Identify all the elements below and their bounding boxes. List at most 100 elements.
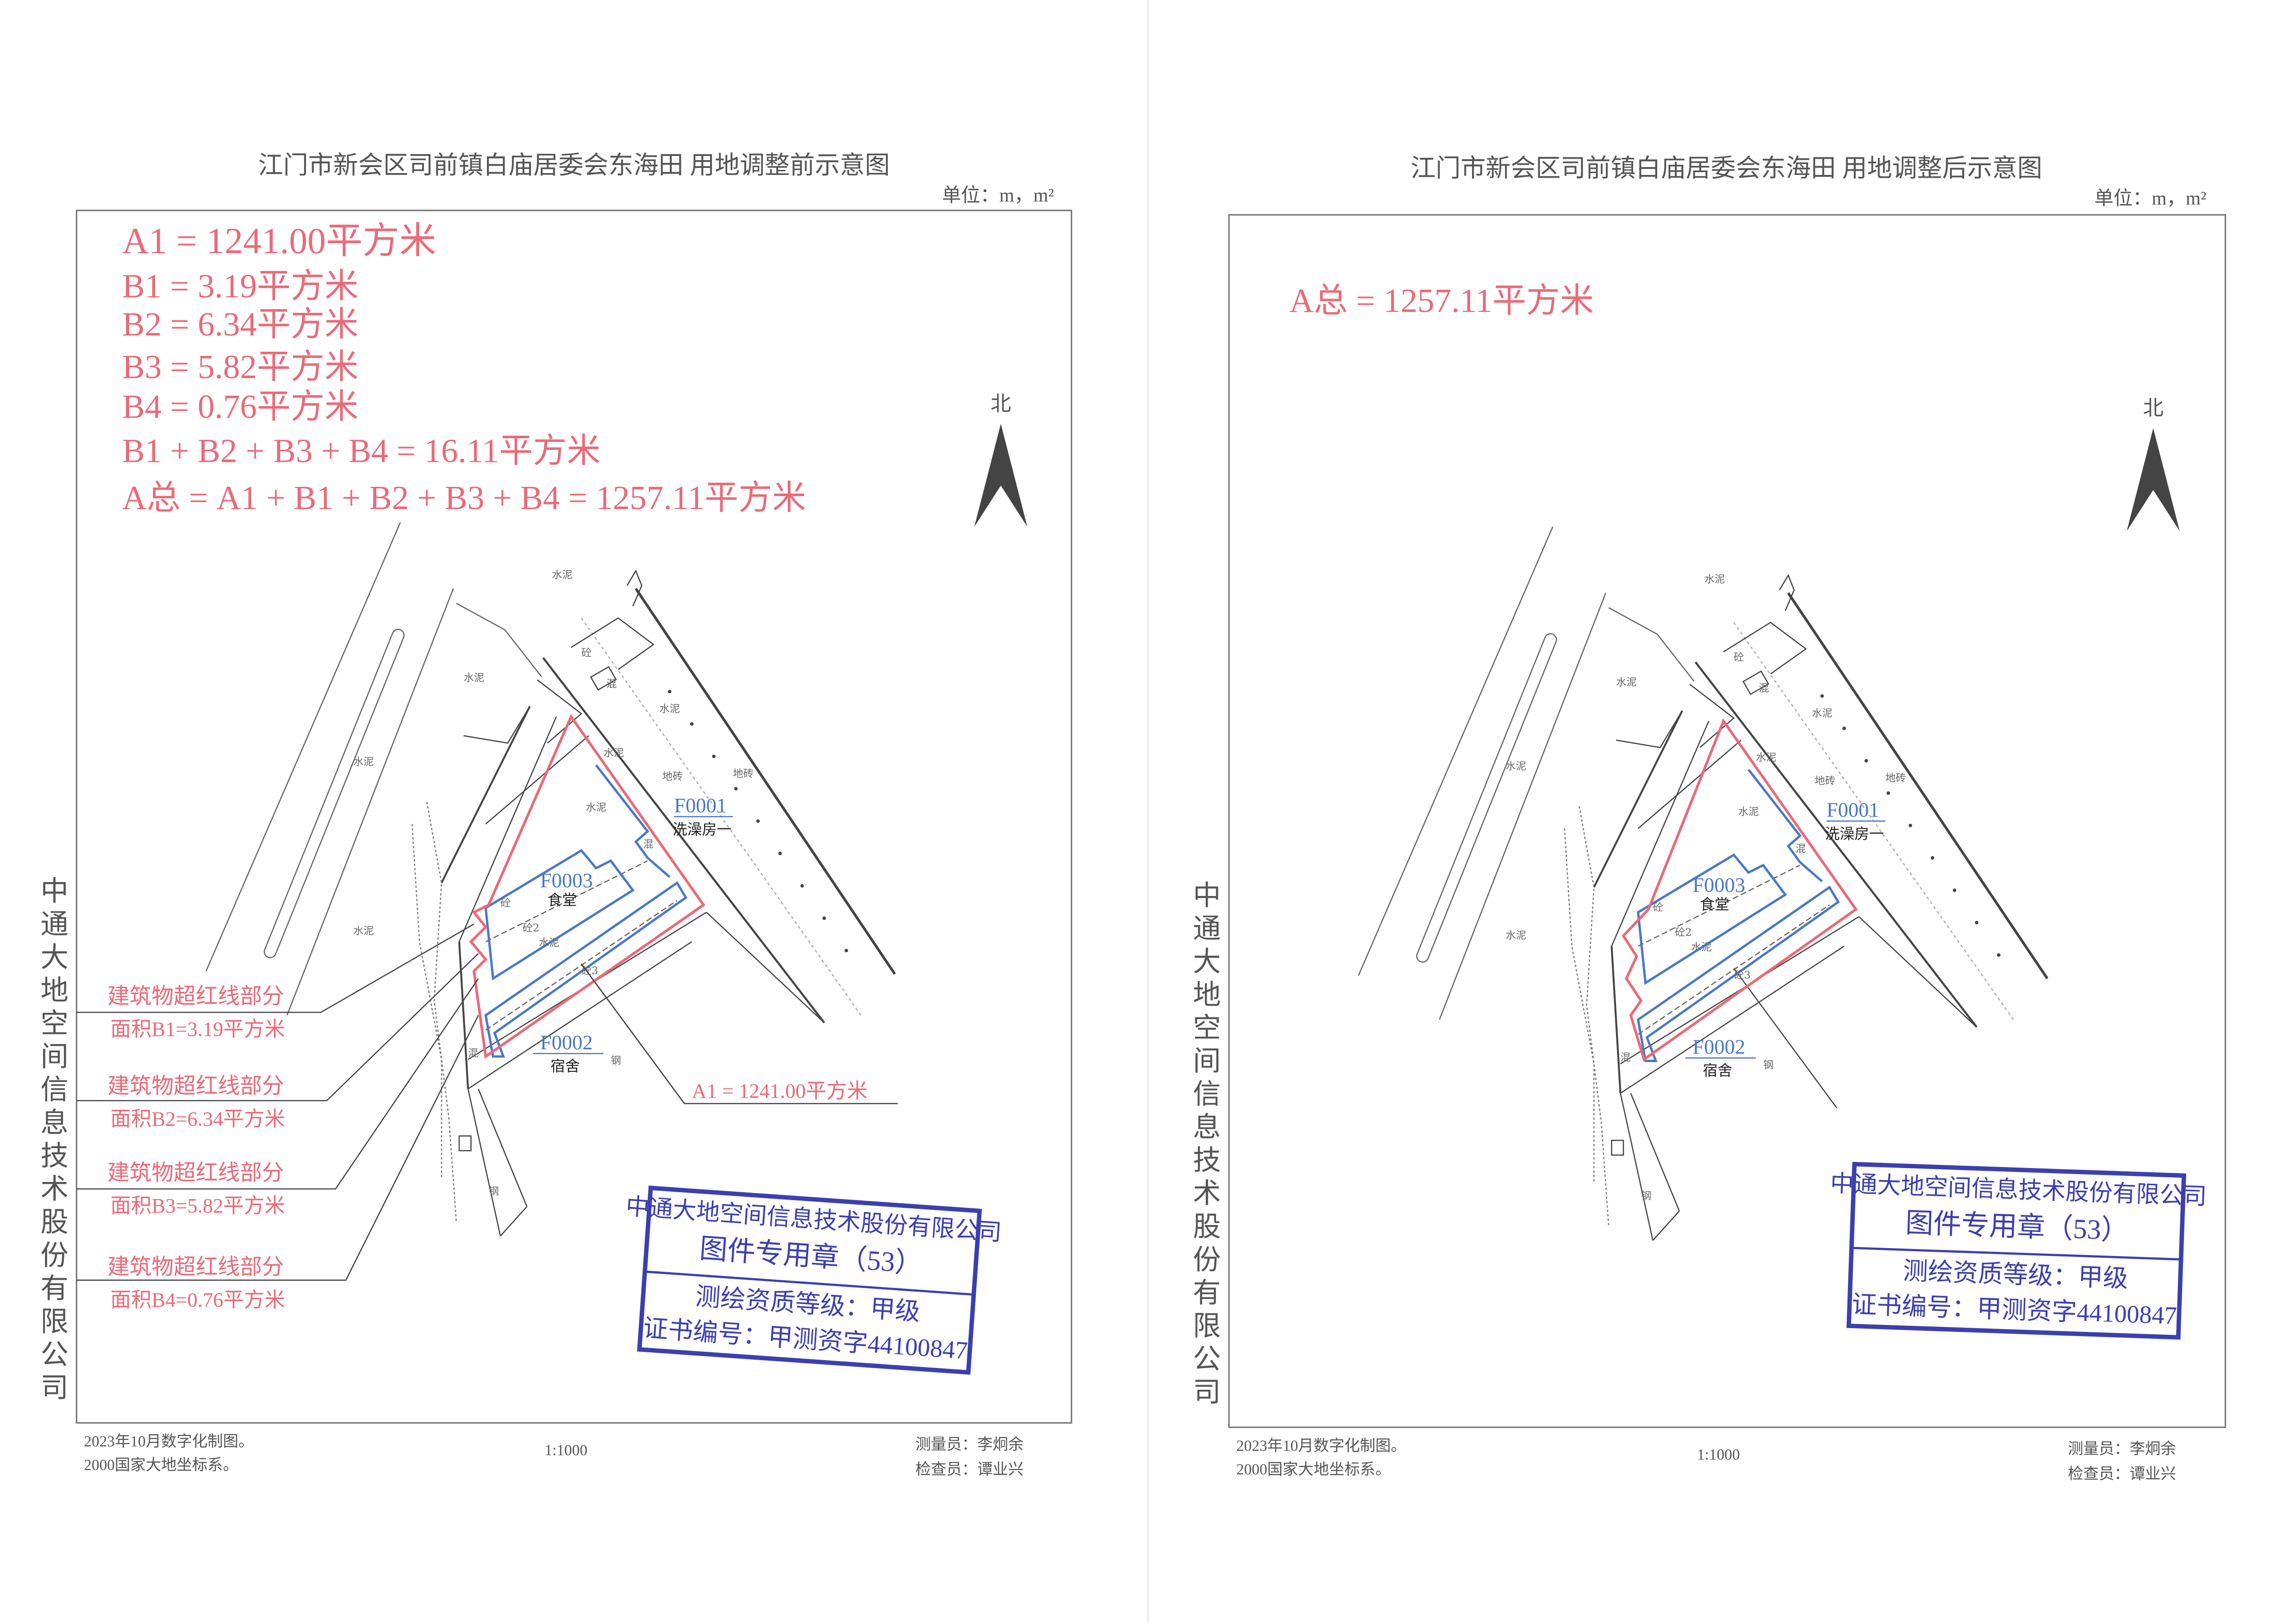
company-vertical-name: 中通大地空间信息技术股份有限公司: [40, 876, 68, 1404]
label-steel: 钢: [1641, 1190, 1651, 1202]
company-name-char: 信: [1193, 1079, 1221, 1110]
footer-date: 2023年10月数字化制图。: [1236, 1437, 1406, 1455]
left-map-frame: [75, 210, 1073, 1424]
label-f0003: F0003: [540, 869, 593, 892]
right-unit: 单位：m，m²: [2094, 187, 2206, 209]
callout-leaders: [76, 923, 898, 1281]
label-tile: 地砖: [1885, 772, 1906, 784]
label-f0001-name: 洗澡房一: [673, 821, 731, 838]
left-footer: 2023年10月数字化制图。 2000国家大地坐标系。 1:1000 测量员：李…: [84, 1433, 1023, 1478]
label-cement: 水泥: [1704, 573, 1725, 585]
label-cement: 水泥: [1812, 707, 1833, 719]
footer-surveyor: 测量员：李炯余: [916, 1436, 1024, 1453]
company-name-char: 股: [40, 1207, 68, 1238]
company-name-char: 技: [40, 1141, 68, 1172]
label-f0003-name: 食堂: [1700, 896, 1729, 913]
footer-scale: 1:1000: [544, 1442, 587, 1459]
area-total: A总 = A1 + B1 + B2 + B3 + B4 = 1257.11平方米: [122, 479, 806, 516]
company-name-char: 司: [1193, 1377, 1221, 1408]
label-cement: 水泥: [586, 802, 606, 814]
callout-b2-area: 面积B2=6.34平方米: [110, 1107, 285, 1130]
stamp-seal-type: 图件专用章（53）: [1905, 1207, 2129, 1246]
left-title: 江门市新会区司前镇白庙居委会东海田 用地调整前示意图: [258, 151, 890, 179]
footer-scale: 1:1000: [1697, 1446, 1740, 1463]
label-cement: 水泥: [604, 747, 624, 759]
label-cement: 水泥: [1616, 677, 1637, 689]
label-mixed: 混: [1796, 843, 1806, 855]
label-cement: 水泥: [353, 925, 374, 937]
building-f0001: [1747, 769, 1823, 883]
label-f0002: F0002: [1692, 1035, 1745, 1058]
company-name-char: 大: [40, 942, 68, 973]
company-name-char: 大: [1193, 946, 1221, 977]
label-concrete: 砼: [581, 647, 592, 659]
company-name-char: 司: [40, 1373, 68, 1404]
label-concrete: 砼: [1734, 652, 1744, 664]
callout-b2-title: 建筑物超红线部分: [107, 1074, 284, 1098]
footer-surveyor: 测量员：李炯余: [2068, 1440, 2176, 1457]
company-name-char: 份: [1193, 1244, 1221, 1275]
company-name-char: 股: [1193, 1212, 1221, 1243]
label-f0002-name: 宿舍: [550, 1058, 580, 1075]
label-cement: 水泥: [1738, 806, 1759, 818]
label-mixed: 混: [643, 838, 653, 850]
label-mixed: 混: [1621, 1051, 1631, 1063]
label-f0001: F0001: [674, 794, 727, 817]
label-f0003: F0003: [1692, 873, 1745, 896]
label-concrete: 砼: [1653, 902, 1663, 914]
building-f0002: [484, 881, 688, 1058]
company-name-char: 间: [1193, 1046, 1221, 1077]
company-name-char: 份: [40, 1240, 68, 1271]
label-cement: 水泥: [1756, 752, 1777, 764]
right-title: 江门市新会区司前镇白庙居委会东海田 用地调整后示意图: [1410, 155, 2042, 182]
callout-b4-title: 建筑物超红线部分: [107, 1255, 284, 1279]
company-name-char: 息: [40, 1108, 68, 1139]
north-arrow: 北: [974, 392, 1028, 527]
label-cement: 水泥: [552, 569, 573, 581]
company-name-char: 信: [40, 1075, 68, 1106]
callout-b1-area: 面积B1=3.19平方米: [110, 1017, 285, 1040]
right-footer: 2023年10月数字化制图。 2000国家大地坐标系。 1:1000 测量员：李…: [1236, 1437, 2176, 1482]
label-tile: 地砖: [1815, 775, 1835, 787]
footer-checker: 检查员：谭业兴: [2068, 1465, 2176, 1482]
footer-date: 2023年10月数字化制图。: [84, 1433, 254, 1450]
company-vertical-name: 中通大地空间信息技术股份有限公司: [1193, 880, 1221, 1408]
company-name-char: 技: [1193, 1145, 1221, 1176]
north-label: 北: [991, 392, 1011, 415]
label-concrete2: 砼2: [1675, 927, 1691, 939]
red-line-boundary-before: [469, 714, 705, 1059]
company-name-char: 地: [1193, 980, 1221, 1011]
callout-b3-title: 建筑物超红线部分: [107, 1161, 284, 1185]
label-cement: 水泥: [1691, 941, 1712, 953]
label-steel: 钢: [1763, 1059, 1773, 1071]
label-mixed: 混: [1759, 682, 1769, 694]
north-arrow-icon: [974, 423, 1028, 527]
area-a1: A1 = 1241.00平方米: [122, 221, 436, 261]
base-map: 水泥 水泥 水泥 水泥 水泥 水泥 水泥 水泥 砼 砼 混 混 混 地砖 地砖 …: [1358, 526, 2049, 1241]
label-concrete: 砼: [500, 897, 511, 909]
company-name-char: 术: [1193, 1178, 1221, 1209]
area-total-after: A总 = 1257.11平方米: [1289, 282, 1594, 319]
company-name-char: 空: [40, 1008, 68, 1039]
label-f0001-name: 洗澡房一: [1825, 825, 1884, 842]
label-f0001: F0001: [1827, 798, 1879, 821]
left-panel: 江门市新会区司前镇白庙居委会东海田 用地调整前示意图 单位：m，m² A1 = …: [40, 151, 1073, 1478]
callout-b4-area: 面积B4=0.76平方米: [110, 1288, 285, 1311]
label-steel: 钢: [611, 1055, 621, 1067]
callout-a1: A1 = 1241.00平方米: [692, 1079, 867, 1102]
label-cement: 水泥: [1506, 930, 1527, 942]
red-line-boundary-after: [1622, 718, 1858, 1062]
area-list: A1 = 1241.00平方米 B1 = 3.19平方米 B2 = 6.34平方…: [122, 221, 806, 516]
stamp-qualification: 测绘资质等级：甲级: [1903, 1257, 2128, 1293]
label-tile: 地砖: [662, 771, 683, 783]
callout-b1-title: 建筑物超红线部分: [107, 984, 284, 1008]
area-b1: B1 = 3.19平方米: [122, 267, 358, 305]
company-name-char: 术: [40, 1174, 68, 1205]
label-concrete3: 砼3: [1734, 969, 1750, 981]
callout-b3-area: 面积B3=5.82平方米: [110, 1194, 285, 1217]
right-panel: 江门市新会区司前镇白庙居委会东海田 用地调整后示意图 单位：m，m² A总 = …: [1193, 155, 2226, 1482]
company-name-char: 间: [40, 1042, 68, 1073]
label-cement: 水泥: [464, 672, 485, 684]
stamp-seal-type: 图件专用章（53）: [699, 1233, 924, 1280]
north-label: 北: [2143, 397, 2164, 420]
